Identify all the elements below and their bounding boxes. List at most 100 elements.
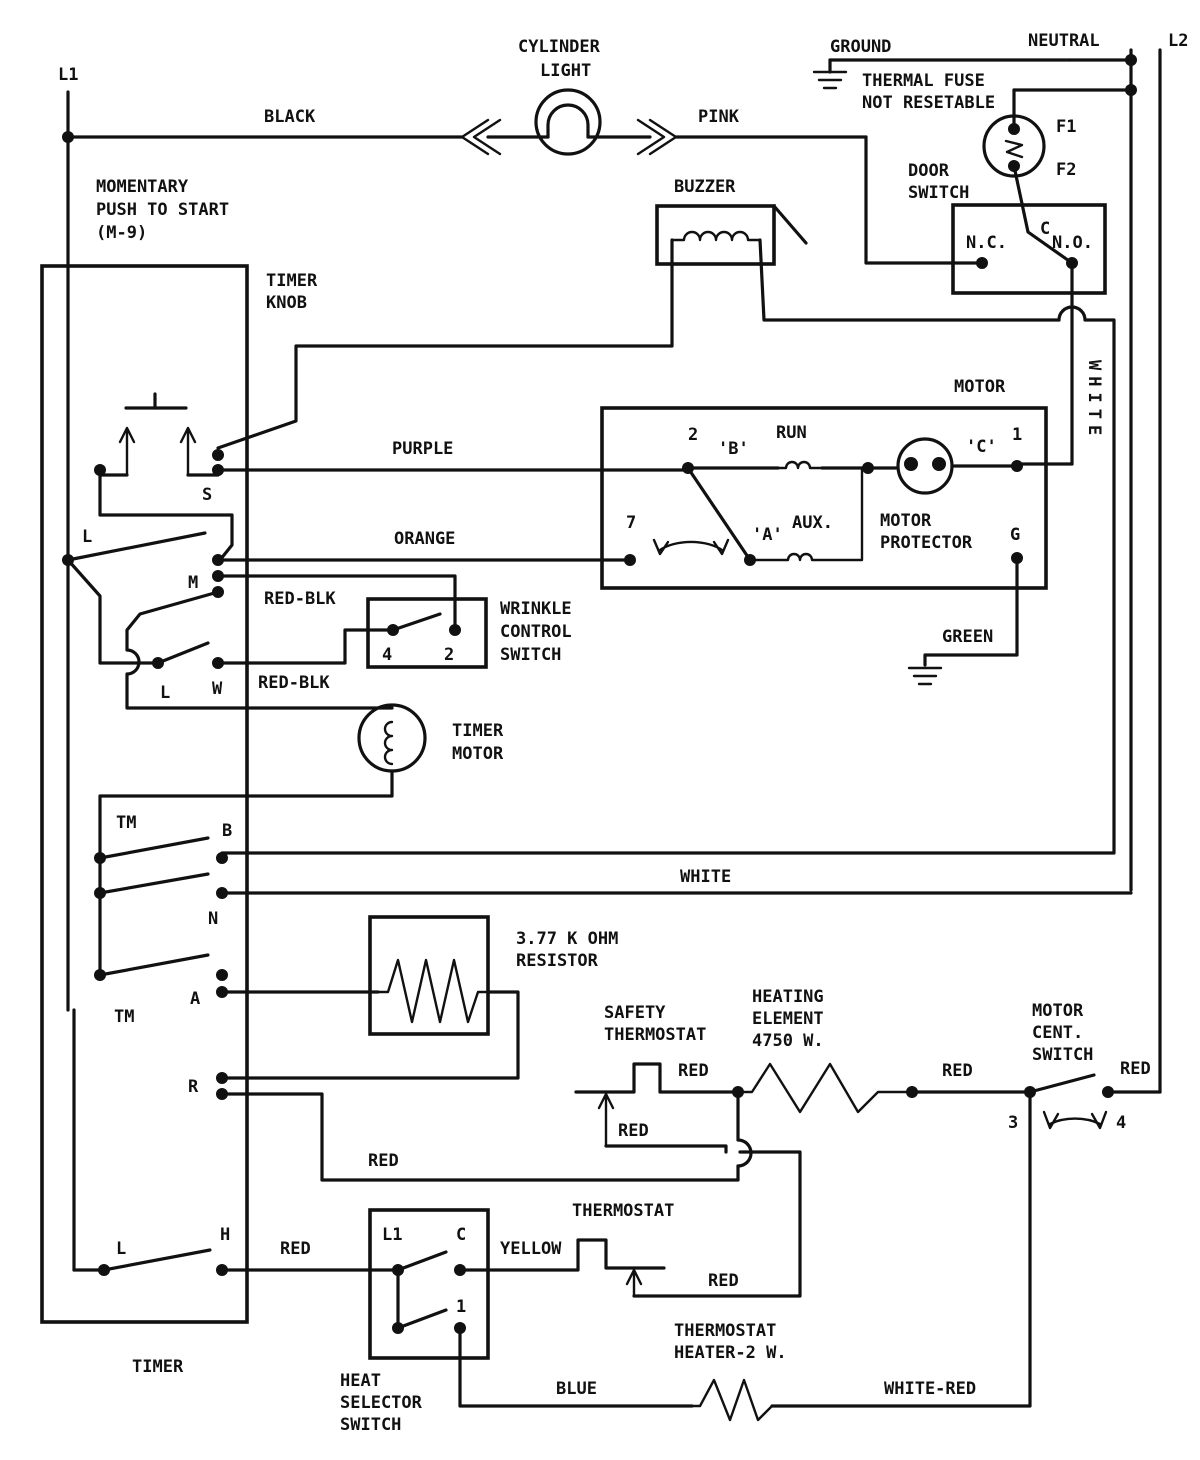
timer-w-label: W	[212, 679, 223, 699]
timer-motor	[98, 703, 427, 860]
motor-c-label: 'C'	[966, 437, 997, 457]
motor-ground	[907, 556, 1019, 686]
black-wire-label: BLACK	[264, 107, 316, 127]
cylinder-light-label-1: CYLINDER	[518, 37, 601, 57]
cent-t3-label: 3	[1008, 1113, 1018, 1133]
white-vertical-label: WHITE	[1084, 360, 1104, 441]
white-horizontal-label: WHITE	[680, 867, 731, 887]
l1-rail	[62, 90, 76, 1272]
motor-cent-switch-label-1: MOTOR	[1032, 1001, 1084, 1021]
safety-thermostat	[574, 1062, 753, 1168]
heat-selector-l1-label: L1	[382, 1225, 402, 1245]
ground-symbol	[812, 58, 848, 90]
buzzer-label: BUZZER	[674, 177, 736, 197]
yellow-wire-label: YELLOW	[500, 1239, 562, 1259]
resistor	[220, 915, 520, 1080]
red-blk-label-1: RED-BLK	[264, 589, 336, 609]
wrinkle-control-switch	[216, 574, 488, 669]
heating-element-label-3: 4750 W.	[752, 1031, 824, 1051]
motor-run-label: RUN	[776, 423, 807, 443]
timer-contacts-lower	[72, 1248, 400, 1276]
timer-s-label: S	[202, 485, 212, 505]
orange-wire-label: ORANGE	[394, 529, 455, 549]
l2-label: L2	[1168, 31, 1188, 51]
door-switch-label-1: DOOR	[908, 161, 950, 181]
motor-cent-switch-label-2: CENT.	[1032, 1023, 1083, 1043]
l1-label: L1	[58, 65, 78, 85]
l2-rail	[1106, 48, 1162, 1094]
timer-tm-top-label: TM	[116, 813, 136, 833]
door-no-label: N.O.	[1052, 233, 1093, 253]
safety-thermostat-label-1: SAFETY	[604, 1003, 666, 1023]
motor-g-label: G	[1010, 525, 1020, 545]
timer-h-label: H	[220, 1225, 230, 1245]
thermal-fuse-label-1: THERMAL FUSE	[862, 71, 985, 91]
timer-n-label: N	[208, 909, 218, 929]
timer-l-bot-label: L	[116, 1239, 126, 1259]
motor-t1-label: 1	[1012, 425, 1022, 445]
thermostat-heater-label-2: HEATER-2 W.	[674, 1343, 787, 1363]
wrinkle-label-2: CONTROL	[500, 622, 572, 642]
safety-thermostat-label-2: THERMOSTAT	[604, 1025, 706, 1045]
blue-wire-label: BLUE	[556, 1379, 597, 1399]
momentary-label-2: PUSH TO START	[96, 200, 229, 220]
timer-knob-label-2: KNOB	[266, 293, 307, 313]
heating-element	[736, 1062, 1032, 1114]
timer-box	[40, 264, 249, 1324]
heat-selector-c-label: C	[456, 1225, 466, 1245]
timer-knob-label-1: TIMER	[266, 271, 318, 291]
pink-wire	[636, 118, 984, 265]
thermal-fuse	[982, 88, 1074, 265]
door-c-label: C	[1040, 219, 1050, 239]
timer-r-label: R	[188, 1077, 199, 1097]
motor-b-label: 'B'	[718, 439, 749, 459]
heat-selector-label-3: SWITCH	[340, 1415, 401, 1435]
motor-label: MOTOR	[954, 377, 1006, 397]
thermostat-heater	[458, 1326, 774, 1422]
red-wire-label-3: RED	[942, 1061, 973, 1081]
door-switch	[951, 203, 1107, 312]
motor-protector-label-1: MOTOR	[880, 511, 932, 531]
thermostat	[458, 1150, 802, 1298]
heat-selector-1-label: 1	[456, 1297, 466, 1317]
neutral-label: NEUTRAL	[1028, 31, 1100, 51]
resistor-label-2: RESISTOR	[516, 951, 599, 971]
momentary-label-1: MOMENTARY	[96, 177, 189, 197]
red-wire-label-5: RED	[368, 1151, 399, 1171]
motor-a-label: 'A'	[752, 525, 783, 545]
timer-contacts-upper	[62, 449, 394, 710]
motor-aux-label: AUX.	[792, 513, 833, 533]
timer-l-top-label: L	[82, 527, 92, 547]
green-wire-label: GREEN	[942, 627, 993, 647]
neutral-rail	[828, 48, 1137, 892]
wrinkle-label-1: WRINKLE	[500, 599, 572, 619]
red-wire-label-6: RED	[708, 1271, 739, 1291]
purple-wire-label: PURPLE	[392, 439, 453, 459]
cent-t4-label: 4	[1116, 1113, 1126, 1133]
thermostat-label: THERMOSTAT	[572, 1201, 674, 1221]
motor-cent-switch	[770, 1073, 1114, 1408]
cylinder-light	[534, 88, 652, 156]
motor-t2-label: 2	[688, 425, 698, 445]
red-wire-label-7: RED	[280, 1239, 311, 1259]
motor	[600, 406, 1048, 590]
thermostat-heater-label-1: THERMOSTAT	[674, 1321, 776, 1341]
red-wire-label-2: RED	[618, 1121, 649, 1141]
heat-selector-label-2: SELECTOR	[340, 1393, 423, 1413]
red-wire-label-4: RED	[1120, 1059, 1151, 1079]
motor-cent-switch-label-3: SWITCH	[1032, 1045, 1093, 1065]
red-wire-label-1: RED	[678, 1061, 709, 1081]
momentary-label-3: (M-9)	[96, 223, 147, 243]
motor-t7-label: 7	[626, 513, 636, 533]
timer-contacts-middle	[94, 836, 228, 998]
wrinkle-t4-label: 4	[382, 645, 392, 665]
timer-m-label: M	[188, 573, 198, 593]
push-to-start-button	[98, 392, 220, 477]
wrinkle-t2-label: 2	[444, 645, 454, 665]
timer-contacts-r	[216, 1072, 740, 1182]
timer-motor-label-2: MOTOR	[452, 744, 504, 764]
timer-motor-label-1: TIMER	[452, 721, 504, 741]
cylinder-light-label-2: LIGHT	[540, 61, 591, 81]
door-switch-label-2: SWITCH	[908, 183, 969, 203]
